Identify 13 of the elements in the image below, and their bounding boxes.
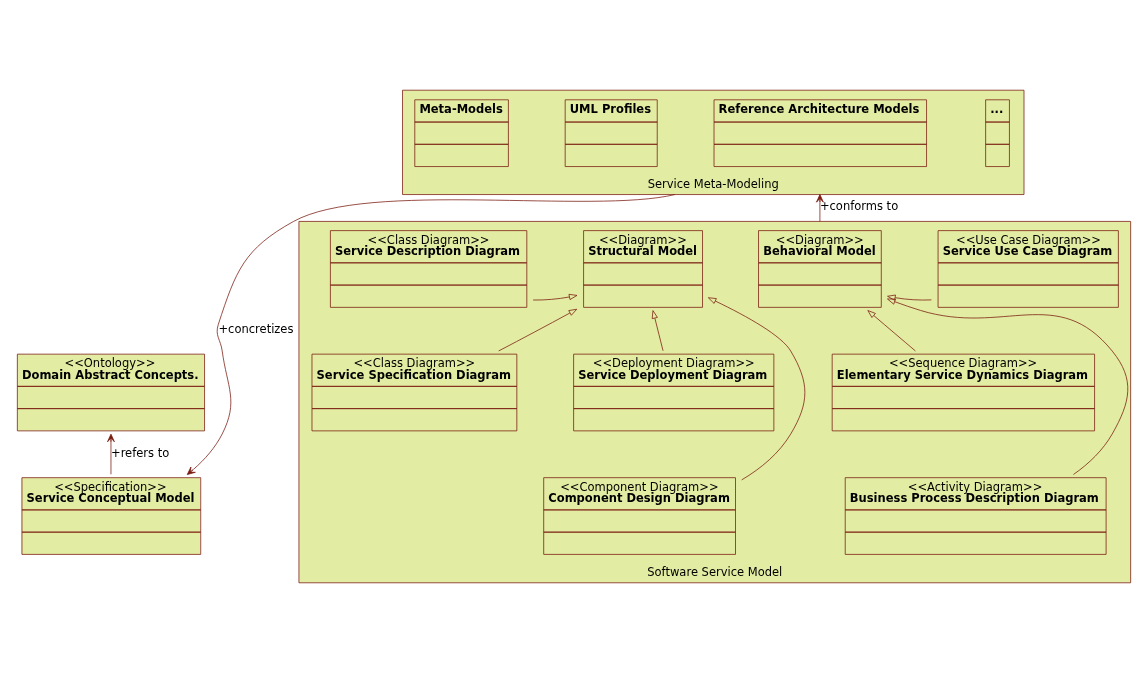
edge-label: +concretizes — [218, 322, 294, 337]
arrow — [107, 433, 115, 475]
arrow — [186, 194, 676, 475]
arrow — [887, 294, 932, 301]
edge-label: +refers to — [110, 445, 170, 460]
arrow — [867, 310, 916, 352]
edge-label: +conforms to — [819, 198, 899, 213]
arrow — [532, 293, 578, 301]
arrow — [498, 308, 578, 352]
arrow — [816, 194, 824, 222]
arrow — [651, 310, 664, 352]
arrow — [707, 297, 806, 481]
arrow — [887, 298, 1129, 475]
